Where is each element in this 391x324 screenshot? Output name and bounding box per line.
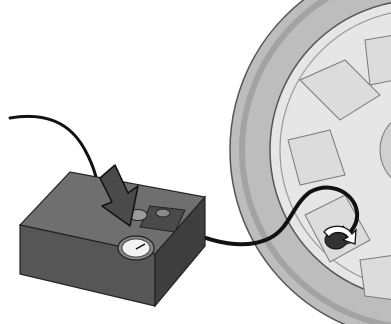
hose-coupling: [156, 209, 170, 217]
compressor-unit: [20, 165, 205, 306]
gauge-face: [122, 239, 150, 257]
wheel: [230, 0, 391, 324]
rim-spoke: [365, 35, 391, 85]
pressure-gauge: [118, 236, 154, 260]
rim-spoke: [360, 255, 391, 300]
